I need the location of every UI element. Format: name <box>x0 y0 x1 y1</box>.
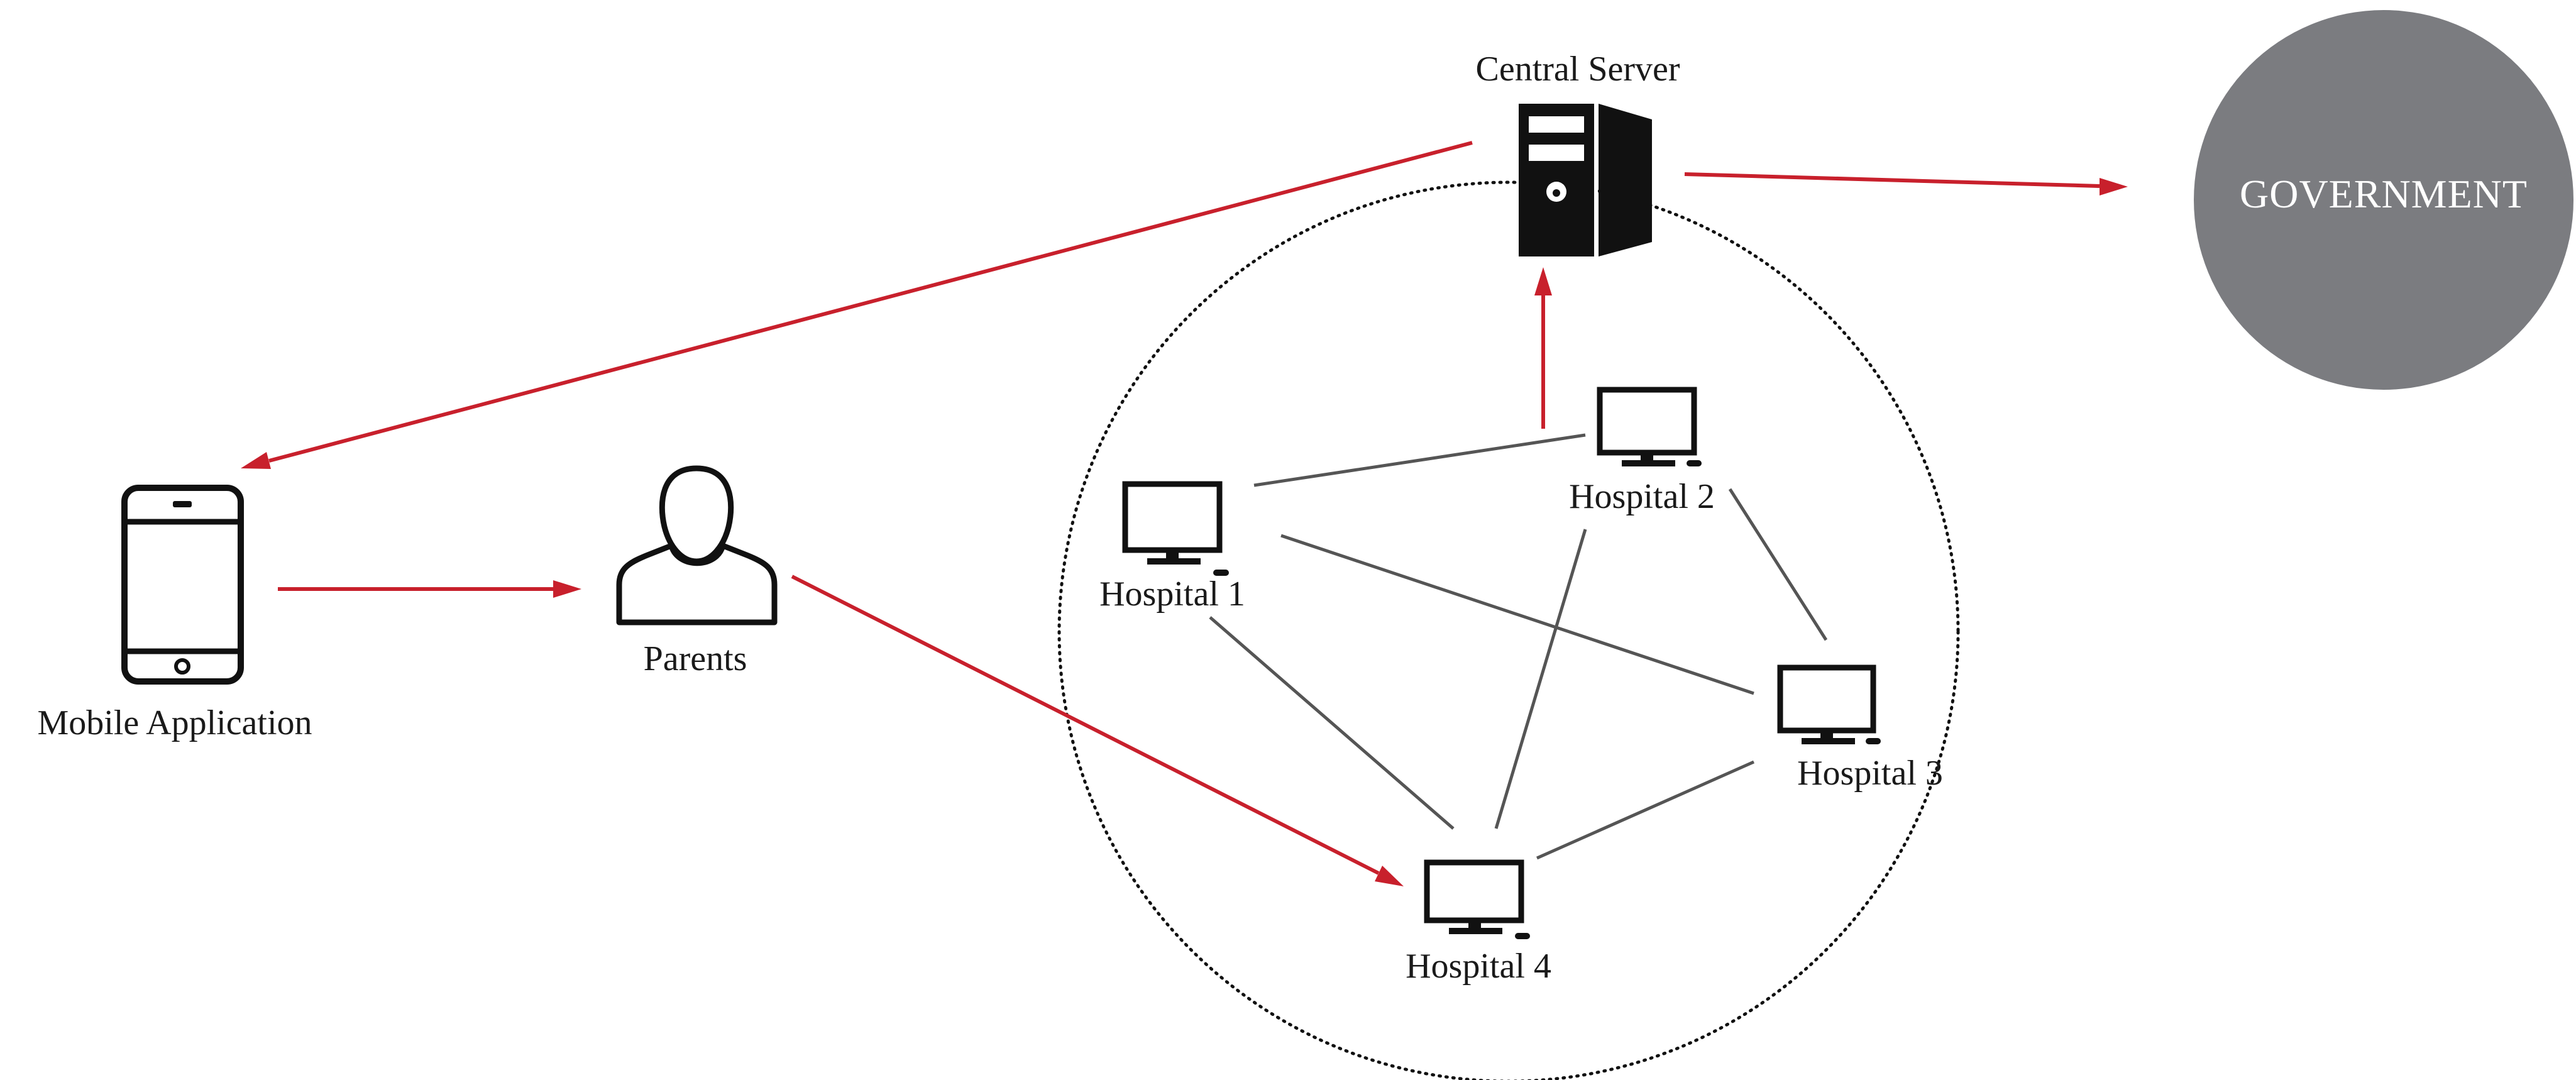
parents-label: Parents <box>644 639 747 678</box>
parents-node: Parents <box>616 465 778 678</box>
hospital-3-node: Hospital 3 <box>1777 664 1943 793</box>
arrow-hospital-2-to-server <box>1534 267 1552 429</box>
arrow-parents-to-hospital-4 <box>791 575 1404 886</box>
arrow-mobile-app-to-parents <box>278 580 581 598</box>
desktop-computer-icon <box>1597 387 1702 466</box>
central-server-label: Central Server <box>1476 50 1680 89</box>
link-hospital-2-hospital-4 <box>1494 529 1587 829</box>
hospital-4-label: Hospital 4 <box>1406 947 1551 986</box>
hospital-2-label: Hospital 2 <box>1569 477 1715 516</box>
mobile-application-label: Mobile Application <box>37 703 312 742</box>
hospital-network-boundary <box>1057 180 1960 1080</box>
desktop-computer-icon <box>1777 664 1881 744</box>
hospital-peer-links <box>1209 433 1828 860</box>
link-hospital-1-hospital-3 <box>1280 534 1754 695</box>
desktop-computer-icon <box>1424 859 1530 939</box>
hospital-2-node: Hospital 2 <box>1569 387 1715 516</box>
person-icon <box>616 465 778 625</box>
government-node: GOVERNMENT <box>2194 10 2573 390</box>
mobile-application-node: Mobile Application <box>37 485 312 742</box>
smartphone-icon <box>121 485 244 685</box>
central-server-node: Central Server <box>1476 50 1680 256</box>
link-hospital-1-hospital-2 <box>1253 433 1586 487</box>
government-circle <box>2194 10 2573 390</box>
link-hospital-3-hospital-4 <box>1536 760 1755 860</box>
hospital-3-label: Hospital 3 <box>1797 754 1943 793</box>
desktop-computer-icon <box>1122 481 1229 576</box>
server-icon <box>1519 104 1652 256</box>
arrow-server-to-government <box>1684 172 2128 196</box>
link-hospital-2-hospital-3 <box>1728 488 1828 641</box>
link-hospital-1-hospital-4 <box>1209 616 1455 830</box>
data-flow-arrows <box>241 141 2128 886</box>
government-label: GOVERNMENT <box>2240 172 2528 216</box>
arrow-server-to-mobile-app <box>241 141 1473 469</box>
hospital-1-label: Hospital 1 <box>1099 575 1245 614</box>
hospital-1-node: Hospital 1 <box>1099 481 1245 614</box>
hospital-4-node: Hospital 4 <box>1406 859 1551 986</box>
